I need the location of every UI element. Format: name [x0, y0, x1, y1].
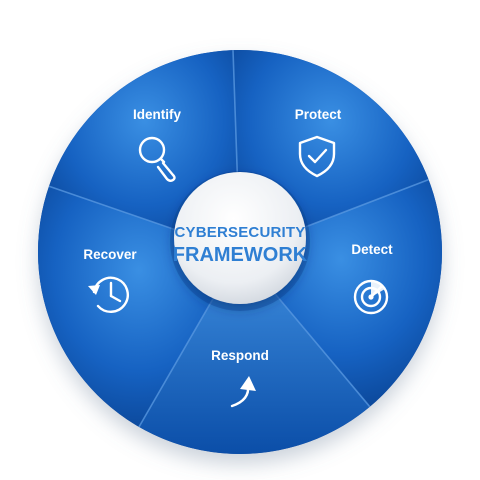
hub-title-line1: CYBERSECURITY	[175, 224, 306, 241]
segment-label-identify[interactable]: Identify	[133, 107, 181, 122]
curved-arrow-icon	[230, 376, 256, 408]
magnifier-icon	[138, 136, 176, 182]
segment-respond[interactable]	[139, 252, 370, 454]
segment-label-protect[interactable]: Protect	[295, 107, 342, 122]
hub-title-line2: FRAMEWORK	[173, 244, 308, 266]
shield-check-icon	[298, 135, 336, 178]
segment-label-respond[interactable]: Respond	[211, 348, 269, 363]
radar-icon	[353, 279, 389, 315]
segment-label-detect[interactable]: Detect	[351, 242, 393, 257]
segment-label-recover[interactable]: Recover	[83, 247, 137, 262]
hub-circle[interactable]	[174, 172, 306, 304]
clock-history-icon	[88, 276, 129, 313]
